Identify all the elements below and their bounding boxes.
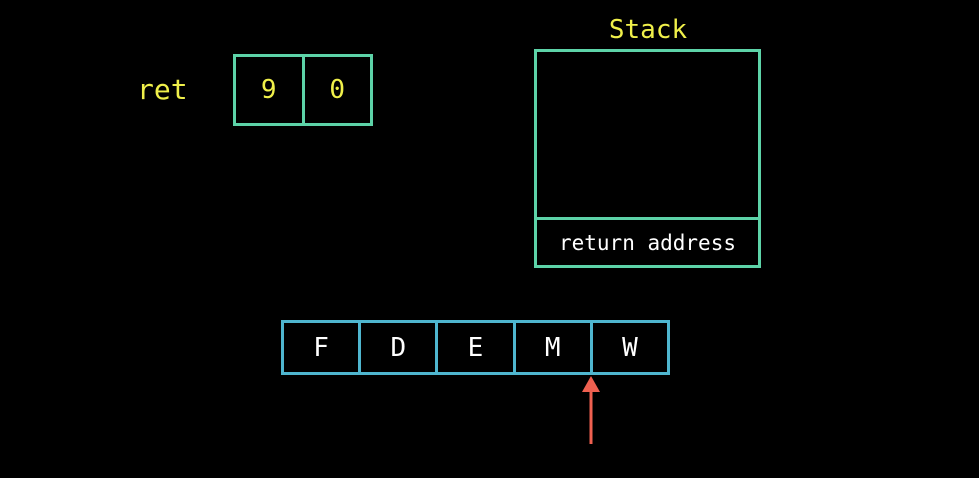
array-cell: F [313, 332, 329, 363]
array-cell: D [358, 323, 435, 372]
stack-frame: return address [534, 49, 761, 268]
stack-title: Stack [608, 15, 688, 45]
ret-register: 9 0 [233, 54, 373, 126]
array-cell: M [512, 323, 590, 372]
ret-label: ret [137, 73, 188, 106]
array-pointer-arrow-icon [582, 376, 600, 444]
array-cell: E [435, 323, 512, 372]
char-array: F D E M W [281, 320, 670, 375]
stack-entry-return-address: return address [537, 217, 758, 265]
ret-value-cell: 0 [301, 57, 371, 123]
array-cell: W [589, 323, 667, 372]
ret-value-cell: 9 [260, 75, 277, 105]
